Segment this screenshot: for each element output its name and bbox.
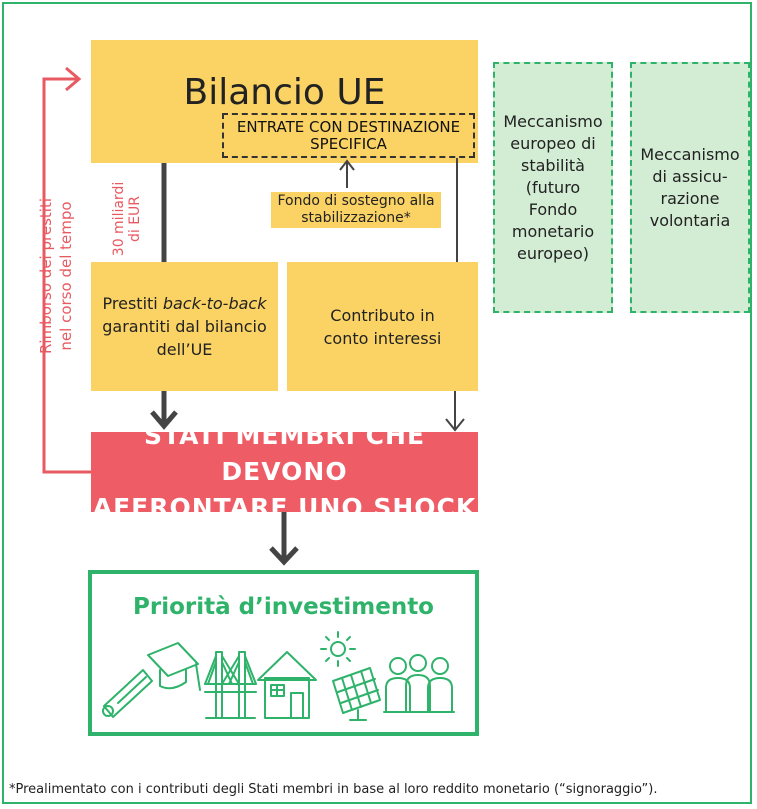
esm-box: Meccanismo europeo di stabilità (futuro … bbox=[493, 62, 613, 313]
fund-up-arrowhead bbox=[339, 159, 355, 171]
budget-box: Bilancio UE bbox=[91, 40, 478, 163]
earmarked-revenue-box: ENTRATE CON DESTINAZIONE SPECIFICA bbox=[222, 113, 475, 158]
graduation-cap-diploma-icon bbox=[102, 642, 201, 718]
repayment-arrow-line bbox=[42, 77, 91, 474]
house-icon bbox=[257, 651, 317, 719]
states-to-priorities-arrowhead bbox=[269, 546, 299, 566]
stabilisation-fund-label: Fondo di sostegno alla stabilizzazione* bbox=[271, 192, 441, 228]
interest-to-states-arrowhead bbox=[445, 418, 465, 432]
investment-title: Priorità d’investimento bbox=[133, 594, 434, 620]
loans-box: Prestiti back-to-back garantiti dal bila… bbox=[91, 262, 278, 391]
loans-to-states-arrowhead bbox=[150, 410, 178, 430]
loans-box-text: Prestiti back-to-back garantiti dal bila… bbox=[102, 294, 267, 359]
repayment-arrowhead bbox=[65, 66, 82, 92]
interest-box: Contributo in conto interessi bbox=[287, 262, 478, 391]
bridge-icon bbox=[204, 651, 257, 719]
footnote: *Prealimentato con i contributi degli St… bbox=[9, 782, 658, 797]
budget-title: Bilancio UE bbox=[183, 71, 386, 113]
back-to-back-italic: back-to-back bbox=[162, 294, 267, 313]
solar-panel-icon bbox=[320, 631, 381, 721]
family-icon bbox=[383, 654, 455, 713]
insurance-box: Meccanismo di assicu-razione volontaria bbox=[630, 62, 750, 313]
